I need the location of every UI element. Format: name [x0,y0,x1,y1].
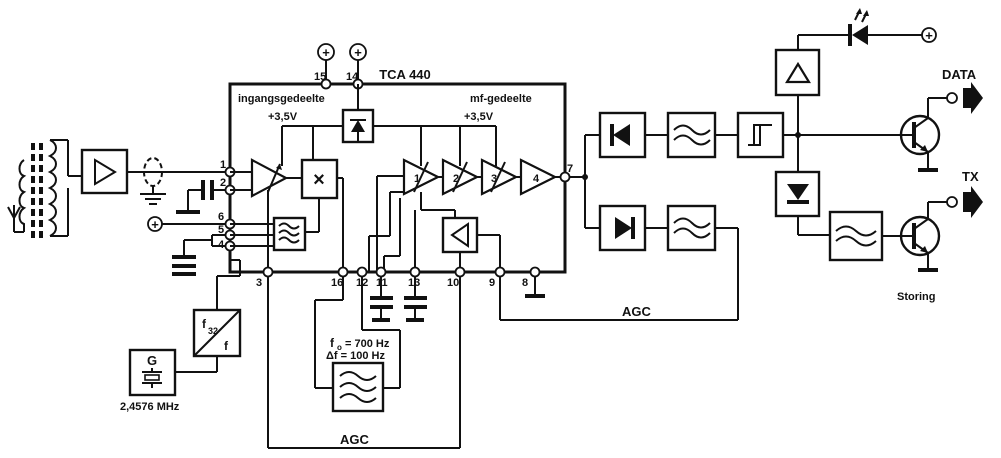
agc-detector-block [598,204,668,252]
lowpass-filter-icon [673,124,711,146]
schmitt-trigger-icon [748,124,772,146]
output-arrow-icon [963,186,983,218]
lowpass-filter-icon [835,225,877,247]
storing-label: Storing [897,291,936,303]
pin6-supply: + [147,216,230,232]
pin-label-2: 2 [220,177,226,189]
section-mf-label: mf-gedeelte [470,93,532,105]
pin-label-7: 7 [567,163,573,175]
ground-icon [140,193,166,205]
output-arrow-icon [963,82,983,114]
detector-icon [610,124,630,146]
tx-transistor: TX Storing [897,169,983,303]
pin-label-6: 6 [218,211,224,223]
pin-label-1: 1 [220,159,226,171]
pin2-capacitor [176,180,230,214]
ferrite-coil-icon [18,139,82,238]
top-pins: + 15 + 14 [314,43,367,90]
schmitt-trigger-block [736,111,798,159]
amplifier-3-label: 3 [491,173,497,185]
rf-amplifier-block [80,148,129,195]
data-transistor: DATA [899,67,983,172]
pin-label-8: 8 [522,277,528,289]
oscillator-label: G [147,353,157,368]
tx-output-label: TX [962,169,979,184]
mixer-icon: × [313,169,325,191]
pin-label-3: 3 [256,277,262,289]
lower-agc-label: AGC [340,432,370,447]
svg-text:+: + [925,28,933,43]
pin-label-15: 15 [314,71,326,83]
section-input-label: ingangsgedeelte [238,93,325,105]
inverter-diode-block [774,170,830,236]
supply-left-label: +3,5V [268,111,298,123]
svg-text:+: + [322,45,330,60]
svg-text:+: + [354,45,362,60]
internal-wiring [368,175,416,272]
pin-label-4: 4 [218,239,225,251]
pin-label-10: 10 [447,277,459,289]
storing-lowpass-block [828,210,900,262]
bandpass-filter-icon [278,222,300,244]
detector-icon [615,217,635,239]
agc-amplifier [420,192,501,272]
output-split [569,134,600,229]
divider-top-sub: 32 [208,326,218,336]
filter-f0-value: = 700 Hz [345,338,390,350]
upper-agc-label: AGC [622,304,652,319]
lowpass-filter-icon [673,217,711,239]
pin-label-9: 9 [489,277,495,289]
transistor-icon [899,215,941,257]
oscillator-filter-block [230,216,307,252]
plus-symbol: + [151,217,159,232]
antenna-icon [7,205,24,233]
mixer-block: × [300,126,344,272]
divider-top-f: f [202,317,207,331]
led-icon [848,8,869,46]
lower-agc-loop: AGC [267,276,461,449]
external-filter: f o = 700 Hz Δf = 100 Hz [314,276,401,413]
pin-label-5: 5 [218,224,224,236]
agc-lowpass-block: AGC [499,204,739,321]
oscillator-block: G 2,4576 MHz [120,348,180,413]
supply-right-label: +3,5V [464,111,494,123]
pin-label-16: 16 [331,277,343,289]
data-detector-block [598,111,668,159]
pin11-13-capacitors [370,276,427,322]
divider-bottom-f: f [224,339,229,353]
filter-f0-subscript: o [337,343,342,352]
chip-name: TCA 440 [379,67,431,82]
oscillator-frequency: 2,4576 MHz [120,401,180,413]
divider-block: f 32 f [175,259,242,373]
bandpass-filter-icon [339,371,377,403]
rf-amplifier-icon [94,158,117,186]
amplifier-4-label: 4 [533,173,540,185]
if-amplifier-chain: 1 2 3 4 [396,126,565,196]
crystal-icon [142,368,162,388]
filter-bandwidth: Δf = 100 Hz [326,350,385,362]
coax-shield [140,157,166,205]
amplifier-1-label: 1 [414,173,420,185]
pin-label-14: 14 [346,71,359,83]
amplifier-2-label: 2 [453,173,459,185]
filter-f0-symbol: f [330,336,335,350]
led-driver-block: + [774,8,937,172]
input-amplifier [230,126,302,272]
data-lowpass-block [666,111,738,159]
transistor-icon [899,114,941,156]
data-output-label: DATA [942,67,977,82]
